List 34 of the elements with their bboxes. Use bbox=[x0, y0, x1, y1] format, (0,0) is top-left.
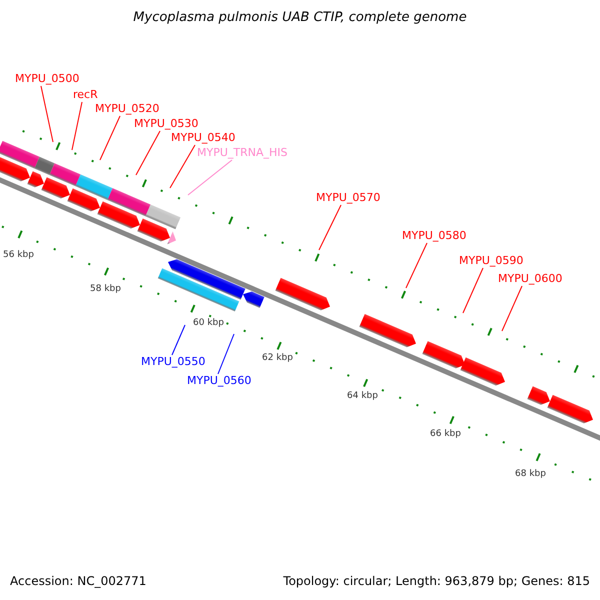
title: Mycoplasma pulmonis UAB CTIP, complete genome bbox=[132, 10, 468, 25]
leader-line bbox=[502, 286, 522, 332]
scale-label: 64 kbp bbox=[347, 391, 378, 402]
gene-label: MYPU_0570 bbox=[316, 191, 380, 205]
leader-line bbox=[318, 204, 342, 250]
gene-label: MYPU_0540 bbox=[171, 131, 236, 145]
footer-text: Accession: NC_002771 bbox=[10, 574, 146, 589]
leader-line bbox=[462, 268, 484, 314]
footer-text: Topology: circular; Length: 963,879 bp; Genes: 815 bbox=[283, 574, 590, 589]
leader-line bbox=[136, 130, 160, 176]
gene-label: MYPU_0580 bbox=[402, 229, 466, 243]
leader-line bbox=[170, 144, 196, 188]
scale-label: 56 kbp bbox=[3, 250, 34, 261]
gene-label: MYPU_0500 bbox=[15, 72, 80, 86]
leader-line bbox=[188, 160, 232, 196]
gene-label: MYPU_0530 bbox=[134, 117, 198, 131]
leader-line bbox=[72, 102, 82, 150]
scale-label: 60 kbp bbox=[193, 318, 224, 329]
gene-label: MYPU_0590 bbox=[459, 254, 524, 268]
leader-line bbox=[172, 324, 186, 356]
gene-label: MYPU_0560 bbox=[187, 374, 252, 388]
leader-line bbox=[218, 334, 234, 374]
leader-line bbox=[40, 86, 54, 142]
leader-line bbox=[406, 242, 428, 288]
scale-label: 68 kbp bbox=[515, 469, 546, 480]
gene-label: MYPU_0520 bbox=[95, 102, 160, 116]
scale-label: 62 kbp bbox=[262, 353, 293, 364]
scale-label: 66 kbp bbox=[430, 429, 461, 440]
scale-label: 58 kbp bbox=[90, 284, 121, 295]
gene-label: MYPU_TRNA_HIS bbox=[197, 146, 288, 160]
leader-line bbox=[100, 116, 120, 160]
gene-label: MYPU_0550 bbox=[141, 355, 206, 369]
gene-label: MYPU_0600 bbox=[498, 272, 562, 286]
gene-label: recR bbox=[73, 88, 98, 102]
